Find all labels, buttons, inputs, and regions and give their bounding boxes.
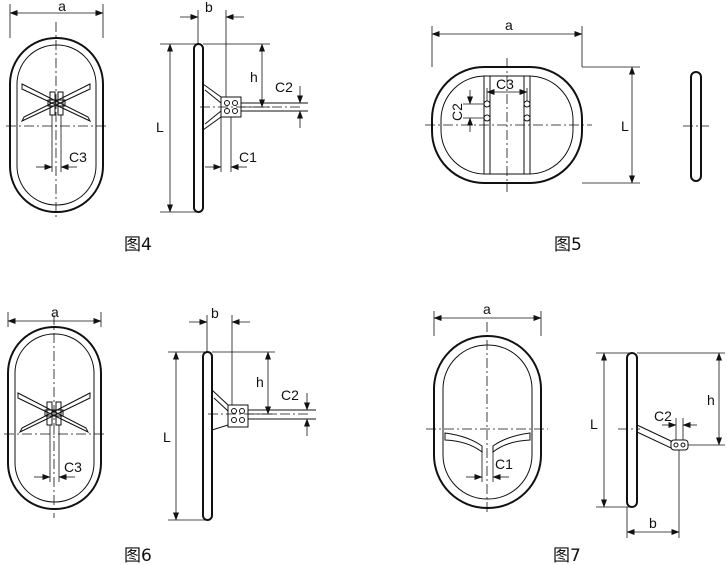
fig4-grip-bar-right bbox=[20, 83, 91, 123]
fig4-label-b: b bbox=[205, 0, 213, 15]
fig7-caption: 图7 bbox=[553, 546, 581, 565]
fig6-outer-ring bbox=[7, 326, 102, 510]
fig6-label-c3: C3 bbox=[64, 459, 82, 475]
fig4-side-bar bbox=[193, 43, 204, 213]
fig4-grip-bar-left bbox=[21, 83, 92, 123]
fig6-front-view: a C3 bbox=[4, 304, 106, 518]
fig5-label-L: L bbox=[621, 118, 629, 134]
fig7-inner-ring bbox=[442, 344, 533, 500]
fig7-handle-left bbox=[444, 432, 483, 454]
fig7-side-bar bbox=[626, 352, 638, 508]
fig7-outer-ring bbox=[433, 335, 542, 509]
fig5-label-a: a bbox=[505, 17, 513, 33]
fig7-handle-right bbox=[492, 432, 531, 454]
fig4-outer-ring bbox=[9, 37, 104, 213]
fig4-label-c1: C1 bbox=[239, 149, 257, 165]
fig6-side-view: L b h C2 bbox=[163, 305, 316, 521]
fig6-caption: 图6 bbox=[124, 546, 152, 565]
fig5-side-bar bbox=[690, 71, 702, 182]
fig4-label-L: L bbox=[156, 119, 164, 135]
fig7-arm bbox=[636, 424, 672, 449]
fig7-label-h: h bbox=[707, 392, 715, 408]
fig4-side-view: L b h C2 C1 bbox=[156, 0, 308, 213]
fig4-caption: 图4 bbox=[124, 235, 152, 255]
fig5-side-view bbox=[683, 71, 709, 182]
fig4-label-c3: C3 bbox=[69, 149, 87, 165]
fig4-label-a: a bbox=[58, 0, 66, 14]
fig6-label-h: h bbox=[256, 374, 264, 390]
fig7-front-view: a C1 bbox=[426, 301, 548, 512]
fig4-label-c2: C2 bbox=[275, 79, 293, 95]
fig4-inner-ring bbox=[16, 44, 97, 206]
fig7-label-b: b bbox=[649, 515, 657, 531]
fig4-hub bbox=[47, 99, 66, 107]
fig6-label-b: b bbox=[211, 305, 219, 321]
figure-6: a C3 L bbox=[4, 304, 316, 565]
fig7-label-c1: C1 bbox=[495, 456, 513, 472]
figure-4: a C3 L bbox=[6, 0, 308, 255]
fig4-front-view: a C3 bbox=[6, 0, 108, 220]
figure-7: a C1 L h bbox=[426, 301, 725, 565]
fig7-side-view: L h C2 b bbox=[590, 352, 725, 538]
figure-5: a C3 C2 L 图5 bbox=[425, 17, 709, 255]
fig7-label-a: a bbox=[483, 301, 491, 317]
fig6-label-a: a bbox=[51, 304, 59, 320]
fig6-label-L: L bbox=[163, 429, 171, 445]
fig7-label-c2: C2 bbox=[654, 408, 672, 424]
fig6-side-bar bbox=[202, 351, 213, 521]
fig6-inner-ring bbox=[14, 333, 95, 503]
fig6-bracket bbox=[211, 389, 229, 431]
fig7-label-L: L bbox=[590, 416, 598, 432]
fig6-hub bbox=[44, 409, 64, 417]
fig5-caption: 图5 bbox=[554, 235, 582, 255]
fig4-hub-plate-right bbox=[57, 91, 64, 116]
fig5-front-view: a C3 C2 L bbox=[425, 17, 640, 192]
fig4-hub-plate-left bbox=[49, 91, 56, 116]
fig5-label-c3: C3 bbox=[496, 76, 514, 92]
fig6-bolt-block bbox=[227, 404, 249, 428]
fig4-label-h: h bbox=[250, 69, 258, 85]
fig5-label-c2: C2 bbox=[449, 103, 465, 121]
fig6-label-c2: C2 bbox=[281, 387, 299, 403]
